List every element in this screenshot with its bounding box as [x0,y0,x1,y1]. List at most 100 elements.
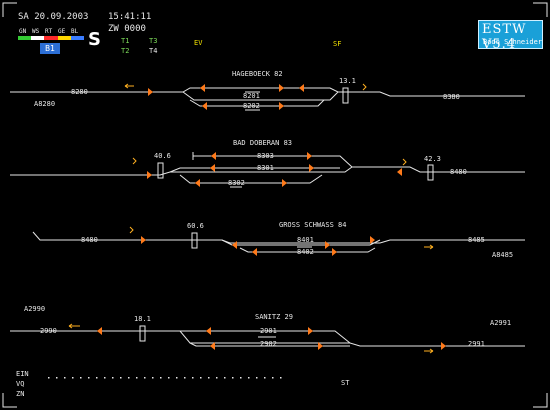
hageboeck-main-track[interactable] [10,87,525,97]
sanitz-main-track[interactable] [10,330,525,347]
signal-icon[interactable] [147,171,152,179]
km-marker-doberan-left [157,162,164,179]
track-label-8380[interactable]: 8380 [443,93,460,101]
signal-icon[interactable] [441,342,446,350]
signal-group [97,84,446,350]
signal-icon[interactable] [282,179,287,187]
platform-marks [230,91,312,338]
signal-icon[interactable] [279,84,284,92]
track-label-8480[interactable]: 8480 [81,236,98,244]
sanitz-track-2901[interactable] [180,330,351,344]
track-label-8280[interactable]: 8280 [71,88,88,96]
doberan-main-track[interactable] [10,166,525,176]
color-legend-bar [18,36,85,40]
track-label-2991[interactable]: 2991 [468,340,485,348]
signal-icon[interactable] [202,102,207,110]
doberan-track-8302[interactable] [179,174,323,184]
signal-icon[interactable] [195,179,200,187]
schwass-track-8402[interactable] [239,247,376,253]
track-label-8302[interactable]: 8302 [228,179,245,187]
sf-indicator[interactable]: SF [333,40,342,48]
b1-button[interactable]: B1 [40,43,60,54]
signal-icon[interactable] [148,88,153,96]
side-label-a2991: A2991 [490,319,512,327]
signal-icon[interactable] [210,164,215,172]
signal-icon[interactable] [332,248,337,256]
doberan-track-8301[interactable] [169,167,340,173]
st-label: ST [341,379,350,387]
command-input[interactable] [44,372,289,378]
track-label-2901[interactable]: 2901 [260,327,277,335]
ein-label: EIN [16,370,29,378]
signal-icon[interactable] [206,327,211,335]
signal-icon[interactable] [309,164,314,172]
zn-label: ZN [16,390,25,398]
sanitz-track-2902[interactable] [189,342,350,347]
logo-subtitle: Bodo Schneider [483,38,543,46]
ein-input-dots [48,377,282,379]
t2-indicator[interactable]: T2 [121,47,130,55]
signal-icon[interactable] [279,102,284,110]
km-marker-doberan-right [427,164,434,181]
track-label-8303[interactable]: 8303 [257,152,274,160]
color-code-ws: WS [32,28,40,35]
header-time: 15:41:11 [108,12,152,22]
header-zw-counter: ZW 0000 [108,24,146,34]
signal-icon[interactable] [308,327,313,335]
schwass-main-track[interactable] [32,231,525,244]
signal-icon[interactable] [200,84,205,92]
header-date: SA 20.09.2003 [18,12,89,22]
km-marker-schwass [191,232,198,249]
signal-icon[interactable] [141,236,146,244]
signal-icon[interactable] [325,241,330,249]
track-label-8402[interactable]: 8402 [297,248,314,256]
doberan-track-8303[interactable] [193,155,353,168]
station-name-bad-doberan: BAD DOBERAN 83 [233,139,293,147]
direction-chevron-icon [132,157,137,165]
track-label-8485[interactable]: 8485 [468,236,485,244]
track-label-8202[interactable]: 8202 [243,102,260,110]
hageboeck-track-8202[interactable] [189,99,325,107]
signal-icon[interactable] [97,327,102,335]
direction-arrow-right-icon [424,348,434,354]
km-label-sanitz: 18.1 [134,315,151,323]
track-label-8201[interactable]: 8201 [243,92,260,100]
direction-arrow-left-icon [124,83,134,89]
side-label-a8280: A8280 [34,100,56,108]
km-label-schwass: 60.6 [187,222,204,230]
signal-icon[interactable] [299,84,304,92]
direction-chevron-icon [362,83,367,91]
station-name-gross-schwass: GROSS SCHWASS 84 [279,221,347,229]
hageboeck-track-8201[interactable] [182,91,339,101]
km-marker-sanitz [139,325,146,342]
t4-indicator[interactable]: T4 [149,47,158,55]
direction-arrow-right-icon [424,244,434,250]
t3-indicator[interactable]: T3 [149,37,158,45]
km-label-doberan-left: 40.6 [154,152,171,160]
color-code-ge: GE [58,28,66,35]
track-label-8301[interactable]: 8301 [257,164,274,172]
signal-icon[interactable] [232,241,237,249]
signal-icon[interactable] [370,236,375,244]
signal-icon[interactable] [307,152,312,160]
track-label-8480-doberan[interactable]: 8480 [450,168,467,176]
logo-title: ESTW V5.4 [482,22,527,52]
side-label-a2990: A2990 [24,305,46,313]
track-label-2902[interactable]: 2902 [260,340,277,348]
color-code-bl: BL [71,28,79,35]
ev-indicator[interactable]: EV [194,39,203,47]
station-name-sanitz: SANITZ 29 [255,313,293,321]
track-label-2990[interactable]: 2990 [40,327,57,335]
signal-icon[interactable] [211,152,216,160]
s-indicator: S [88,29,101,50]
t1-indicator[interactable]: T1 [121,37,130,45]
signal-icon[interactable] [252,248,257,256]
signal-icon[interactable] [210,342,215,350]
signal-icon[interactable] [318,342,323,350]
color-code-rt: RT [45,28,53,35]
direction-arrow-left-icon [68,323,80,329]
schwass-track-8401[interactable] [221,239,381,246]
signal-icon[interactable] [397,168,402,176]
track-label-8401[interactable]: 8401 [297,236,314,244]
